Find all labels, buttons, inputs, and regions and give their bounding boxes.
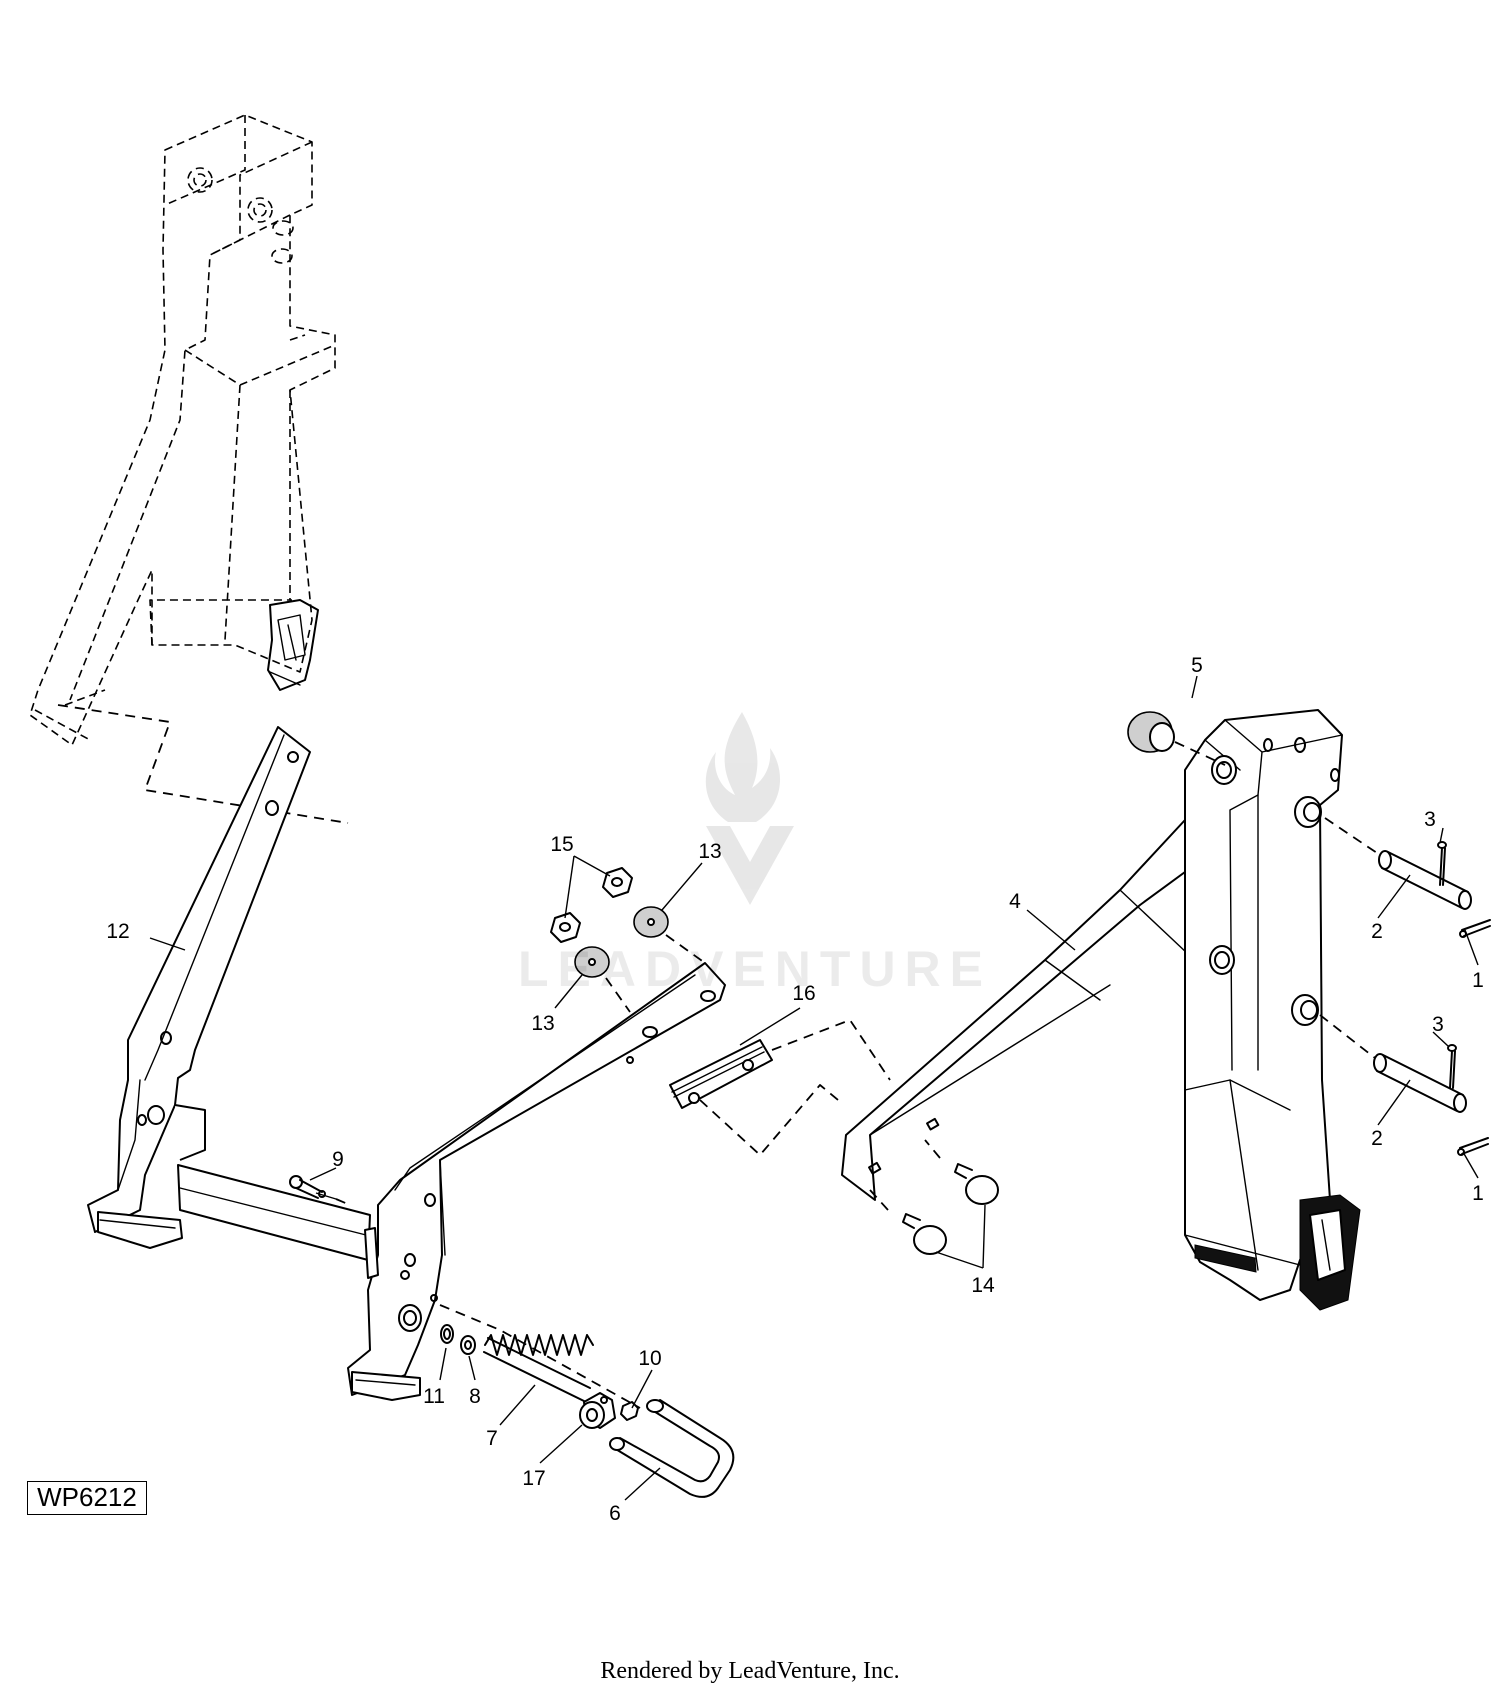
callout-10: 10 [638, 1347, 661, 1370]
watermark-text: LEADVENTURE [517, 941, 993, 997]
callout-5: 5 [1191, 654, 1203, 677]
callout-4: 4 [1009, 890, 1021, 913]
leader-lines [149, 675, 1479, 1501]
part-2-pin-lower [1319, 1014, 1467, 1113]
callout-14: 14 [971, 1274, 995, 1297]
part-15-nut-upper [602, 867, 633, 898]
callout-8: 8 [469, 1385, 481, 1408]
part-16-plate [669, 1039, 773, 1109]
callout-7: 7 [486, 1427, 498, 1450]
callout-13a: 13 [698, 840, 721, 863]
part-6-u-pin [609, 1399, 735, 1498]
part-14-bolt-upper [924, 1139, 999, 1205]
assembly-line-12 [57, 704, 349, 824]
callout-2b: 2 [1371, 1127, 1383, 1150]
part-2-pin-upper [1324, 817, 1472, 910]
callout-1a: 1 [1472, 969, 1484, 992]
part-15-nut-lower [550, 912, 581, 943]
assembly-line-16 [699, 1084, 839, 1156]
part-17-collar [579, 1392, 616, 1429]
part-1-clip-upper [1459, 919, 1491, 938]
callout-15: 15 [550, 833, 573, 856]
assembly-line-7 [439, 1304, 641, 1409]
callout-2a: 2 [1371, 920, 1383, 943]
callout-labels: 1 1 2 2 3 3 4 5 6 7 8 9 10 11 12 13 13 1… [106, 654, 1484, 1525]
callout-3a: 3 [1424, 808, 1436, 831]
callout-9: 9 [332, 1148, 344, 1171]
callout-16: 16 [792, 982, 815, 1005]
watermark-logo [705, 712, 794, 905]
part-4-upright [841, 709, 1361, 1311]
part-13-washer-lower [574, 946, 610, 978]
phantom-upright-left [29, 114, 336, 746]
callout-13b: 13 [531, 1012, 554, 1035]
part-14-bolt-lower [869, 1189, 947, 1255]
part-5-bushing [1127, 711, 1226, 766]
callout-3b: 3 [1432, 1013, 1444, 1036]
callout-12: 12 [106, 920, 129, 943]
callout-17: 17 [522, 1467, 545, 1490]
part-lever-right [347, 962, 726, 1401]
part-13-washer-upper [633, 906, 669, 938]
callout-6: 6 [609, 1502, 621, 1525]
part-3-pin-lower [1447, 1044, 1457, 1089]
phantom-latch [267, 599, 319, 691]
part-1-clip-lower [1457, 1137, 1489, 1156]
figure-id-label: WP6212 [27, 1481, 147, 1515]
callout-1b: 1 [1472, 1182, 1484, 1205]
part-3-pin-upper [1437, 841, 1447, 886]
callout-11: 11 [423, 1385, 445, 1408]
part-8-washer [460, 1335, 476, 1355]
assembly-line-13 [605, 977, 631, 1013]
assembly-line-13b [665, 934, 706, 964]
part-10-nut [620, 1401, 639, 1421]
part-7-spring [483, 1334, 594, 1403]
part-9-bolt [289, 1175, 351, 1206]
part-12-lever-arm [87, 726, 371, 1261]
part-11-ring [440, 1324, 454, 1344]
assembly-line-16b [771, 1019, 891, 1081]
footer-credit: Rendered by LeadVenture, Inc. [600, 1658, 900, 1684]
